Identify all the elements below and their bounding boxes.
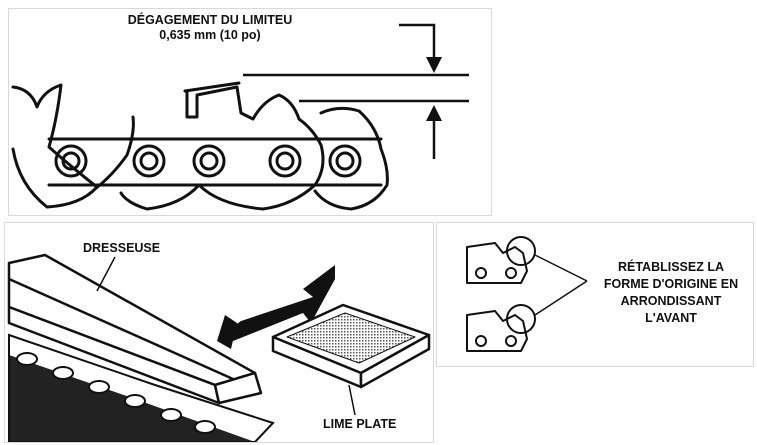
depth-gauge-panel: DÉGAGEMENT DU LIMITEU 0,635 mm (10 po) xyxy=(8,8,492,216)
restore-instruction-line3: ARRONDISSANT xyxy=(620,294,722,308)
upper-cutter-outline xyxy=(466,242,528,284)
arrow-up-icon xyxy=(426,105,442,121)
depth-gauge-title: DÉGAGEMENT DU LIMITEU 0,635 mm (10 po) xyxy=(75,13,345,43)
restore-shape-panel: RÉTABLISSEZ LA FORME D'ORIGINE EN ARROND… xyxy=(436,222,754,367)
rivet-2 xyxy=(132,144,166,178)
depth-gauge-top-edge xyxy=(183,81,241,93)
chain-links-on-bar xyxy=(16,352,216,434)
left-tie-strap-outline xyxy=(93,115,135,191)
flat-file-label: LIME PLATE xyxy=(323,417,397,431)
depth-gauge-title-line2: 0,635 mm (10 po) xyxy=(159,28,261,42)
restore-instruction: RÉTABLISSEZ LA FORME D'ORIGINE EN ARROND… xyxy=(587,259,755,327)
lower-rounding-circle xyxy=(506,304,536,334)
jointer-label: DRESSEUSE xyxy=(83,241,161,255)
rivet-4 xyxy=(268,144,302,178)
left-cutter-outline xyxy=(11,83,99,209)
file-leader-line xyxy=(348,384,356,416)
direction-arrow-icon xyxy=(227,265,335,341)
jointer-file-illustration xyxy=(7,253,431,442)
restore-instruction-line2: FORME D'ORIGINE EN xyxy=(603,277,739,291)
jointer-leader-line xyxy=(96,256,116,292)
chain-side-view-illustration xyxy=(11,23,469,211)
rivet-1 xyxy=(54,144,88,178)
right-cutter-outline xyxy=(313,106,389,211)
upper-rounding-circle xyxy=(506,236,536,266)
restore-instruction-line4: L'AVANT xyxy=(645,311,697,325)
flat-file xyxy=(271,303,431,389)
lower-cutter-outline xyxy=(466,310,528,352)
cutter-rounding-illustration xyxy=(466,236,588,352)
rivet-3 xyxy=(192,144,226,178)
rivet-5 xyxy=(328,144,362,178)
chain-side-plate-edges xyxy=(47,137,383,187)
depth-gauge-title-line1: DÉGAGEMENT DU LIMITEU xyxy=(127,13,293,27)
clearance-measurement-lines xyxy=(243,23,469,159)
arrow-down-icon xyxy=(426,57,442,73)
center-cutter-outline xyxy=(119,85,325,211)
pointer-lines xyxy=(534,254,588,316)
jointer-panel: DRESSEUSE LIME PLATE xyxy=(4,222,434,443)
clearance-arrows xyxy=(426,57,442,121)
restore-instruction-line1: RÉTABLISSEZ LA xyxy=(617,260,725,274)
jointer-tool xyxy=(7,253,263,405)
